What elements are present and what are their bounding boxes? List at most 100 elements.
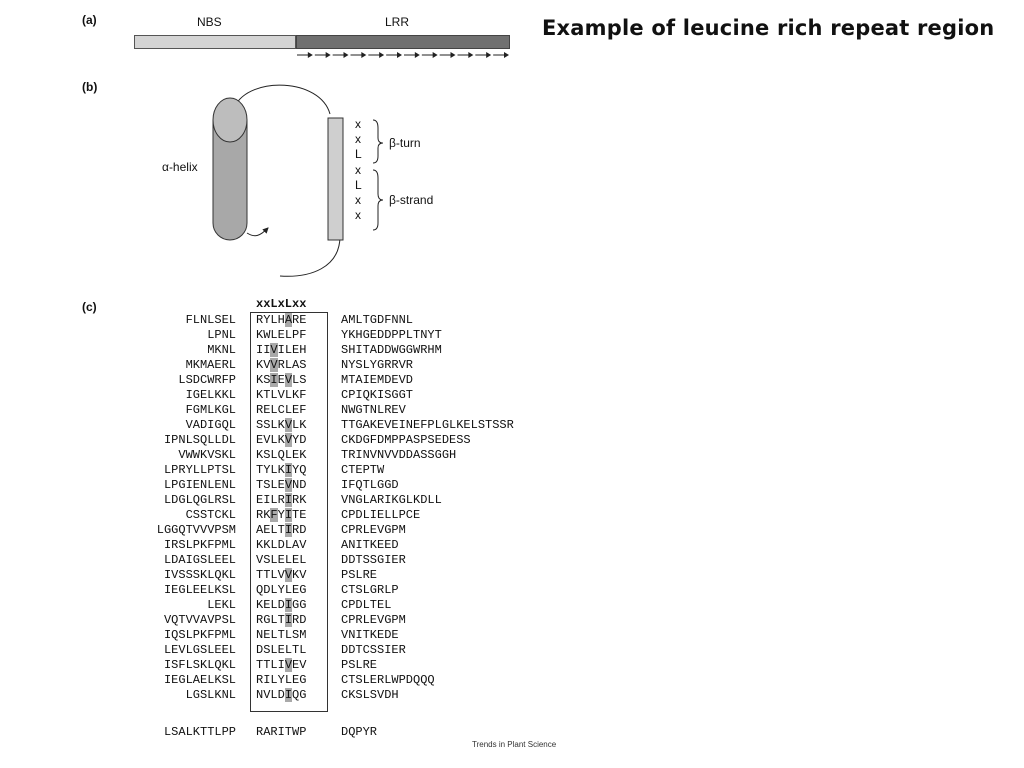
sequence-right-segment: CPIQKISGGT [341, 388, 414, 402]
residue: x [355, 162, 361, 177]
lrr-repeat-arrows [297, 52, 509, 58]
sequence-mid-segment: KSIEVLS [256, 373, 307, 387]
sequence-left-segment: FLNLSEL [185, 313, 236, 327]
sequence-mid-segment: TSLEVND [256, 478, 307, 492]
repeat-arrow [386, 52, 402, 58]
sequence-mid-segment: KSLQLEK [256, 448, 307, 462]
alpha-helix-label: α-helix [162, 160, 198, 174]
alpha-helix-cylinder [212, 97, 248, 241]
beta-strand-brace [372, 169, 384, 231]
sequence-right-segment: VNITKEDE [341, 628, 399, 642]
credit-label: Trends in Plant Science [472, 740, 557, 749]
sequence-right-segment: NWGTNLREV [341, 403, 406, 417]
sequence-left-segment: CSSTCKL [185, 508, 236, 522]
sequence-left-segment: IEGLAELKSL [163, 673, 236, 687]
sequence-right-segment: CTSLGRLP [341, 583, 399, 597]
sequence-left-segment: LDGLQGLRSL [163, 493, 236, 507]
residue: L [355, 177, 362, 192]
sequence-right-segment: VNGLARIKGLKDLL [341, 493, 442, 507]
sequence-right-segment: CPDLIELLPCE [341, 508, 421, 522]
sequence-right-segment: CKSLSVDH [341, 688, 399, 702]
sequence-right-segment: CPRLEVGPM [341, 613, 406, 627]
nbs-domain-label: NBS [197, 15, 222, 29]
sequence-right-segment: ANITKEED [341, 538, 399, 552]
sequence-mid-segment: TYLKIYQ [256, 463, 307, 477]
repeat-arrow [404, 52, 420, 58]
helix-arrow [246, 227, 269, 237]
sequence-mid-segment: DSLELTL [256, 643, 307, 657]
repeat-arrow [314, 52, 331, 58]
sequence-left-segment: FGMLKGL [185, 403, 236, 417]
repeat-arrow [457, 52, 474, 58]
slide-title: Example of leucine rich repeat region [542, 16, 995, 40]
sequence-mid-segment: RGLTIRD [256, 613, 307, 627]
sequence-mid-segment: EILRIRK [256, 493, 307, 507]
sequence-mid-segment: RILYLEG [256, 673, 307, 687]
sequence-right-segment: DDTSSGIER [341, 553, 406, 567]
residue: x [355, 117, 361, 131]
sequence-right-segment: CPDLTEL [341, 598, 392, 612]
sequence-left-segment: LSDCWRFP [178, 373, 236, 387]
sequence-right-segment: TRINVNVVDDASSGGH [341, 448, 457, 462]
sequence-left-segment: IEGLEELKSL [163, 583, 236, 597]
beta-turn-brace [372, 119, 384, 164]
panel-b-label: (b) [82, 80, 98, 94]
sequence-mid-segment: RELCLEF [256, 403, 307, 417]
sequence-mid-segment: KWLELPF [256, 328, 307, 342]
sequence-mid-segment: TTLVVKV [256, 568, 307, 582]
sequence-right-segment: YKHGEDDPPLTNYT [341, 328, 442, 342]
sequence-right-segment: CKDGFDMPPASPSEDESS [341, 433, 471, 447]
sequence-left-segment: LEKL [207, 598, 236, 612]
sequence-mid-segment: KVVRLAS [256, 358, 307, 372]
sequence-right-segment: AMLTGDFNNL [341, 313, 414, 327]
repeat-arrow [332, 52, 349, 58]
repeat-arrow [350, 52, 367, 58]
motif-header: xxLxLxx [256, 297, 307, 311]
lrr-domain-label: LRR [385, 15, 410, 29]
sequence-mid-segment: VSLELEL [256, 553, 307, 567]
beta-strand-bar [327, 117, 344, 241]
repeat-arrow [475, 52, 492, 58]
sequence-right-segment: TTGAKEVEINEFPLGLKELSTSSR [341, 418, 514, 432]
sequence-left-segment: VQTVVAVPSL [163, 613, 236, 627]
residue: x [355, 208, 361, 223]
sequence-mid-segment: RKFYITE [256, 508, 307, 522]
beta-strand-label: β-strand [389, 193, 434, 207]
repeat-arrow [297, 52, 313, 58]
sequence-left-segment: IVSSSKLQKL [163, 568, 236, 582]
sequence-left-segment: IRSLPKFPML [163, 538, 236, 552]
sequence-right-segment: CTEPTW [341, 463, 385, 477]
sequence-left-segment: LPGIENLENL [163, 478, 236, 492]
sequence-right-segment: CPRLEVGPM [341, 523, 406, 537]
repeat-arrow [493, 52, 509, 58]
sequence-left-segment: LEVLGSLEEL [163, 643, 236, 657]
residue: L [355, 147, 362, 162]
sequence-mid-segment: AELTIRD [256, 523, 307, 537]
panel-a-label: (a) [82, 13, 97, 27]
sequence-mid-segment: RYLHARE [256, 313, 307, 327]
sequence-right-segment: NYSLYGRRVR [341, 358, 414, 372]
sequence-left-segment: ISFLSKLQKL [163, 658, 236, 672]
sequence-left-segment: LGSLKNL [185, 688, 236, 702]
panel-c-label: (c) [82, 300, 97, 314]
sequence-right-segment: PSLRE [341, 658, 378, 672]
final-row-right: DQPYR [341, 725, 378, 739]
sequence-right-segment: DDTCSSIER [341, 643, 406, 657]
sequence-left-segment: LGGQTVVVPSM [156, 523, 236, 537]
sequence-right-segment: IFQTLGGD [341, 478, 399, 492]
sequence-mid-segment: IIVILEH [256, 343, 307, 357]
sequence-left-segment: IQSLPKFPML [163, 628, 236, 642]
beta-turn-label: β-turn [389, 136, 421, 150]
nbs-domain-bar [134, 35, 296, 49]
sequence-left-segment: MKMAERL [185, 358, 236, 372]
lrr-structure-diagram [212, 84, 384, 277]
bottom-loop [279, 235, 341, 277]
residue: x [355, 132, 361, 147]
residue: x [355, 193, 361, 208]
top-loop [234, 84, 331, 115]
repeat-arrow [439, 52, 456, 58]
sequence-left-segment: IGELKKL [185, 388, 236, 402]
sequence-left-segment: LPRYLLPTSL [163, 463, 236, 477]
